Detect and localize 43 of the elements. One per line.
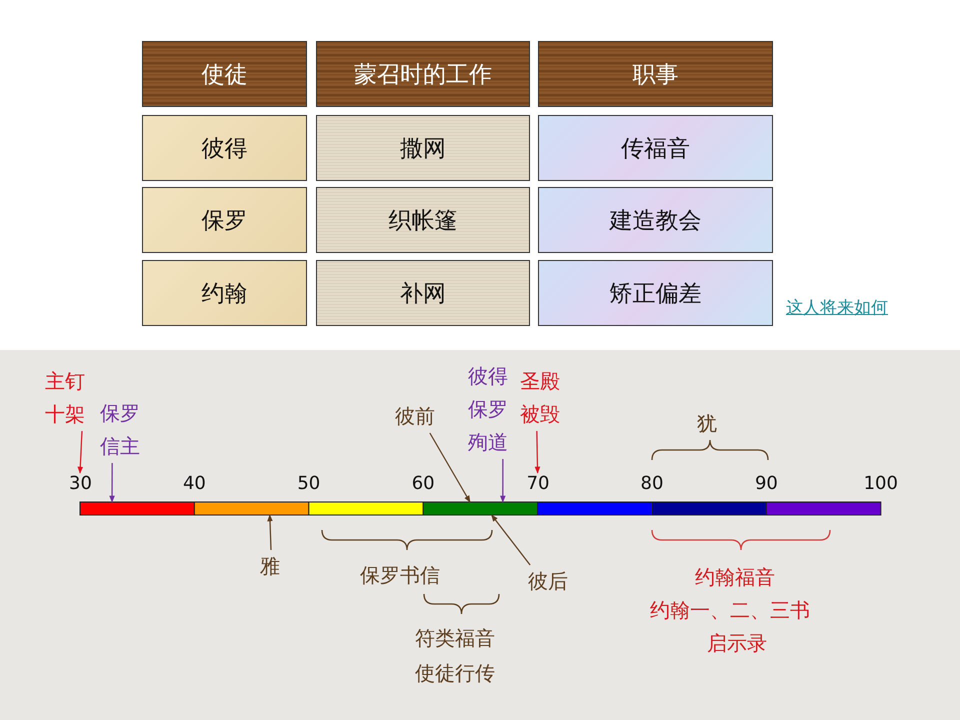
arrow — [429, 432, 470, 503]
tick-label: 30 — [69, 473, 91, 494]
event-label: 彼后 — [528, 565, 570, 598]
tick-label: 70 — [526, 473, 549, 494]
event-label: 彼得保罗殉道 — [468, 360, 510, 459]
event-label: 主钉十架 — [45, 365, 87, 431]
tick-label: 80 — [640, 473, 664, 494]
header-cell: 职事 — [538, 41, 773, 107]
table-cell: 保罗 — [142, 187, 307, 253]
link: 这人将来如何 — [786, 297, 888, 319]
period-label: 启示录 — [707, 630, 767, 657]
event-label: 圣殿被毁 — [520, 365, 562, 431]
tick-label: 40 — [182, 473, 207, 494]
arrow — [267, 514, 273, 550]
tick-label: 50 — [296, 473, 322, 494]
arrow — [491, 514, 531, 566]
tick-label: 60 — [410, 473, 436, 494]
period-label: 约翰一、二、三书 — [650, 597, 810, 624]
arrow — [109, 463, 115, 503]
table-cell: 撒网 — [316, 115, 530, 181]
timeline-bar — [80, 502, 882, 516]
period-label: 保罗书信 — [360, 562, 440, 589]
header-cell: 使徒 — [142, 41, 307, 107]
arrow — [534, 430, 540, 474]
table-cell: 补网 — [316, 260, 530, 326]
period-label: 约翰福音 — [695, 564, 775, 591]
tick-label: 100 — [862, 473, 899, 494]
period-label: 犹 — [697, 410, 717, 437]
event-label: 雅 — [260, 550, 282, 583]
event-label: 彼前 — [395, 400, 437, 433]
period-label: 符类福音 — [415, 625, 495, 652]
header-cell: 蒙召时的工作 — [316, 41, 530, 107]
table-cell: 织帐篷 — [316, 187, 530, 253]
table-cell: 约翰 — [142, 260, 307, 326]
arrow — [78, 430, 84, 474]
event-label: 保罗信主 — [100, 397, 142, 463]
table-cell: 建造教会 — [538, 187, 773, 253]
tick-label: 90 — [754, 473, 779, 494]
table-cell: 彼得 — [142, 115, 307, 181]
arrow — [500, 459, 506, 503]
table-cell: 传福音 — [538, 115, 773, 181]
table-cell: 矫正偏差 — [538, 260, 773, 326]
period-label: 使徒行传 — [415, 660, 495, 687]
